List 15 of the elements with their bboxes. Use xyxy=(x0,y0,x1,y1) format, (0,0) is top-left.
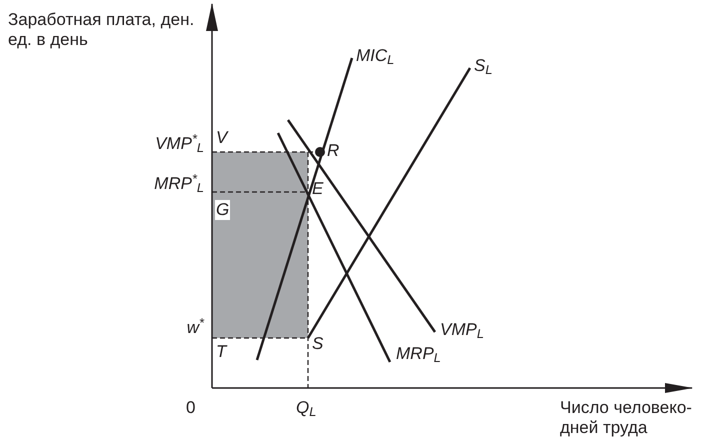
point-label: G xyxy=(215,200,230,220)
tick-label: w$^{*}$ xyxy=(186,318,204,338)
curve-label: MIC$_{L}$ xyxy=(356,46,394,66)
point-label: V xyxy=(216,128,228,148)
tick-label: Q$_{L}$ xyxy=(296,398,316,418)
point-label: S xyxy=(312,334,324,354)
point-label: E xyxy=(312,179,324,199)
tick-label: 0 xyxy=(186,398,196,418)
axis-title: Число человеко-дней труда xyxy=(560,398,693,438)
point-label: R xyxy=(327,141,340,161)
axis-title: Заработная плата, ден. ед. в день xyxy=(8,10,196,50)
curve-label: MRP$_{L}$ xyxy=(396,344,441,364)
curve-label: VMP$_{L}$ xyxy=(440,320,484,340)
point-label: T xyxy=(216,342,226,362)
curve-label: S$_{L}$ xyxy=(474,56,492,76)
